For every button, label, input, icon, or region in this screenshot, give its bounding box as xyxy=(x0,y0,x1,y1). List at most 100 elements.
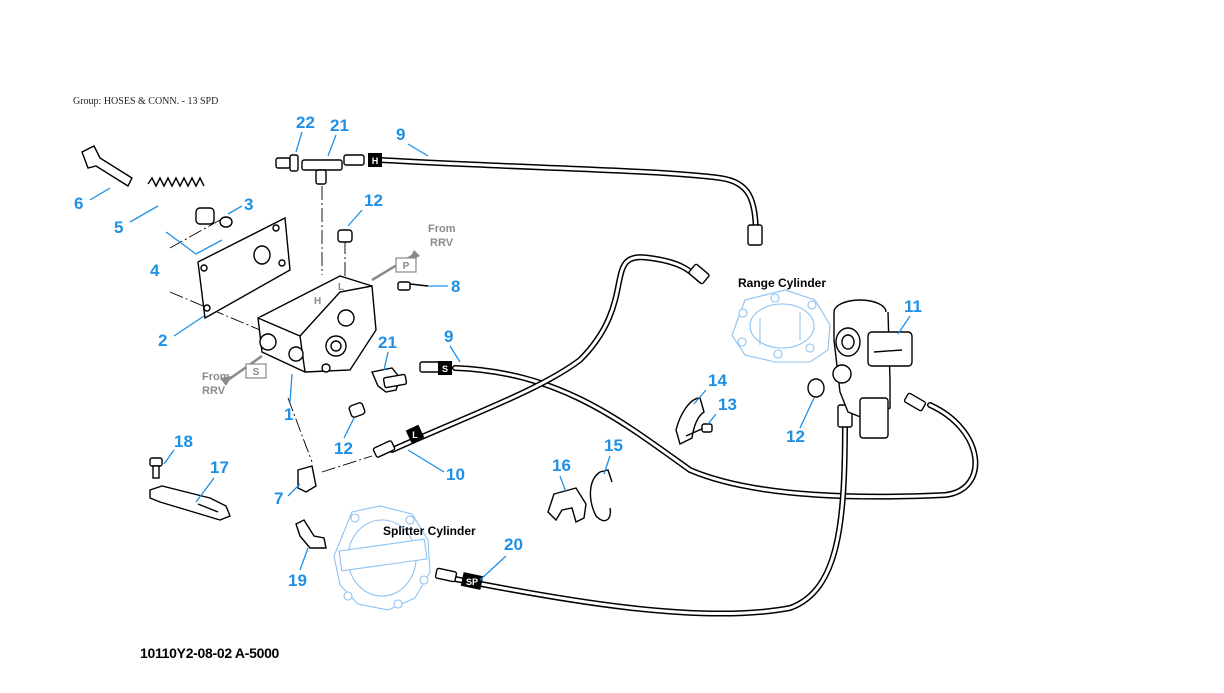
callout-16-text: 16 xyxy=(552,456,571,475)
rrv-label-p: RRV xyxy=(430,237,454,249)
hose-l xyxy=(389,254,703,453)
hose-tag-sp-text: SP xyxy=(466,577,478,587)
part-18-bolt xyxy=(149,457,163,479)
callout-17-text: 17 xyxy=(210,458,229,477)
part-2-plate xyxy=(197,216,291,320)
callout-3-text: 3 xyxy=(244,195,253,214)
range-cylinder-outline xyxy=(731,289,831,363)
callout-18: 18 xyxy=(163,432,193,465)
callout-19-text: 19 xyxy=(288,571,307,590)
callout-14: 14 xyxy=(693,371,727,405)
part-12-plug-right xyxy=(807,378,825,398)
callout-15-text: 15 xyxy=(604,436,623,455)
callout-4: 4 xyxy=(150,231,223,280)
from-label-p: From xyxy=(428,223,456,235)
hose-tag-l: L xyxy=(405,424,425,444)
callout-12b: 12 xyxy=(786,397,815,446)
callout-7: 7 xyxy=(274,483,301,508)
part-6-plunger xyxy=(81,145,133,188)
part-3-piston xyxy=(195,207,233,228)
part-19-elbow xyxy=(295,519,327,549)
part-13-screw xyxy=(685,423,713,437)
callout-20-text: 20 xyxy=(504,535,523,554)
callout-4-text: 4 xyxy=(150,261,160,280)
callout-6-text: 6 xyxy=(74,194,83,213)
hose-tag-h: H xyxy=(368,153,382,167)
callout-13: 13 xyxy=(707,395,737,425)
callout-2-text: 2 xyxy=(158,331,167,350)
part-14-clamp xyxy=(675,397,705,446)
callout-9a-text: 9 xyxy=(396,125,405,144)
callout-1-text: 1 xyxy=(284,405,293,424)
callout-15: 15 xyxy=(603,436,623,475)
callout-22-text: 22 xyxy=(296,113,315,132)
hose-tag-h-text: H xyxy=(372,156,379,166)
port-l-label: L xyxy=(338,282,344,293)
callout-12a-text: 12 xyxy=(364,191,383,210)
callout-9b: 9 xyxy=(444,327,461,363)
callout-17: 17 xyxy=(195,458,229,503)
part-16-bracket xyxy=(547,487,587,524)
callout-22: 22 xyxy=(295,113,315,153)
callout-5-text: 5 xyxy=(114,218,123,237)
hose-tag-l-text: L xyxy=(412,430,418,440)
part-12-plug-bottom xyxy=(348,402,366,418)
port-p-label: P xyxy=(403,261,410,272)
part-17-strap xyxy=(149,485,231,521)
callout-13-text: 13 xyxy=(718,395,737,414)
splitter-cylinder-label: Splitter Cylinder xyxy=(383,524,476,538)
callout-12b-text: 12 xyxy=(786,427,805,446)
callout-10: 10 xyxy=(407,449,465,484)
from-rrv-s: S From RRV xyxy=(202,354,267,397)
callout-3: 3 xyxy=(227,195,253,215)
hose-tag-s-text: S xyxy=(442,364,448,374)
part-21-tee-lower xyxy=(371,367,408,393)
callout-5: 5 xyxy=(114,205,159,237)
part-22-fitting xyxy=(275,154,299,172)
port-s-label: S xyxy=(253,367,260,378)
callout-19: 19 xyxy=(288,547,309,590)
callout-18-text: 18 xyxy=(174,432,193,451)
callout-6: 6 xyxy=(74,187,111,213)
callout-2: 2 xyxy=(158,315,205,350)
callout-11: 11 xyxy=(897,297,922,335)
callout-21b-text: 21 xyxy=(378,333,397,352)
callout-16: 16 xyxy=(552,456,571,493)
rrv-label-s: RRV xyxy=(202,385,226,397)
callout-12c: 12 xyxy=(334,417,355,458)
callout-8-text: 8 xyxy=(451,277,460,296)
callout-20: 20 xyxy=(479,535,523,581)
part-21-tee-top xyxy=(301,159,343,185)
part-5-spring xyxy=(147,176,205,188)
part-15-clip xyxy=(589,469,613,522)
hose-fittings xyxy=(343,154,927,583)
callout-9a: 9 xyxy=(396,125,429,157)
part-12-plug-top xyxy=(337,229,353,243)
part-1-valve-body: H L xyxy=(257,275,377,373)
part-7-elbow xyxy=(297,465,317,493)
port-h-label: H xyxy=(314,296,321,307)
splitter-cylinder-outline xyxy=(333,505,431,611)
callout-21a: 21 xyxy=(327,116,349,157)
hose-s xyxy=(452,365,979,500)
hose-tag-s: S xyxy=(438,361,452,375)
callout-14-text: 14 xyxy=(708,371,727,390)
group-title: Group: HOSES & CONN. - 13 SPD xyxy=(73,96,219,107)
hose-tag-sp: SP xyxy=(460,572,484,590)
callout-9b-text: 9 xyxy=(444,327,453,346)
callout-11-text: 11 xyxy=(904,297,922,316)
callout-7-text: 7 xyxy=(274,489,283,508)
range-cylinder-label: Range Cylinder xyxy=(738,276,826,290)
callout-12c-text: 12 xyxy=(334,439,353,458)
hose-sp xyxy=(437,417,848,617)
callout-1: 1 xyxy=(284,373,293,424)
callout-12a: 12 xyxy=(347,191,383,227)
callout-8: 8 xyxy=(428,277,460,296)
from-label-s: From xyxy=(202,371,230,383)
callout-21a-text: 21 xyxy=(330,116,349,135)
from-rrv-p: P From RRV xyxy=(371,223,456,282)
callout-10-text: 10 xyxy=(446,465,465,484)
part-11-range-valve xyxy=(832,299,913,439)
hose-h xyxy=(377,157,759,235)
